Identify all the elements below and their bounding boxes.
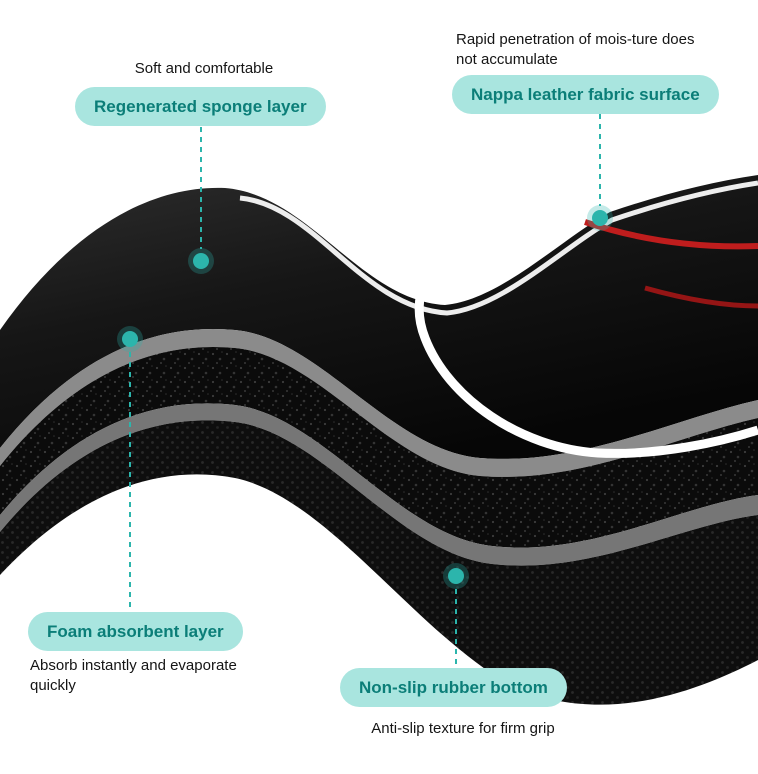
foam-layer-shape — [0, 346, 758, 548]
white-stripe-top-edge — [239, 180, 758, 316]
red-stripe-1 — [584, 219, 758, 250]
sponge-layer-badge: Regenerated sponge layer — [75, 87, 326, 126]
rubber-bottom-badge: Non-slip rubber bottom — [340, 668, 567, 707]
leather-dot-marker — [592, 210, 608, 226]
foam-note-line-2: quickly — [30, 676, 76, 694]
foam-note: Absorb instantly and evaporate quickly — [30, 656, 280, 695]
leather-note-line-1: Rapid penetration of mois-ture does — [456, 31, 695, 48]
sponge-note: Soft and comfortable — [134, 60, 274, 77]
rubber-note: Anti-slip texture for firm grip — [371, 720, 555, 737]
sponge-dot-marker — [193, 253, 209, 269]
sponge-leader-line — [200, 127, 202, 249]
foam-leader-line — [129, 352, 131, 612]
foam-layer-badge: Foam absorbent layer — [28, 612, 243, 651]
rubber-layer-shape — [0, 420, 758, 705]
foam-note-line-1: Absorb instantly and evaporate — [30, 657, 237, 674]
rubber-leader-line — [455, 589, 457, 668]
leather-surface-badge: Nappa leather fabric surface — [452, 75, 719, 114]
leather-note-line-2: not accumulate — [456, 50, 558, 68]
red-stripe-2 — [644, 285, 758, 309]
leather-leader-line — [599, 114, 601, 206]
foam-dot-marker — [122, 331, 138, 347]
white-stripe-swoosh — [414, 224, 758, 458]
rubber-dot-marker — [448, 568, 464, 584]
leather-note: Rapid penetration of mois-ture does not … — [456, 30, 726, 69]
